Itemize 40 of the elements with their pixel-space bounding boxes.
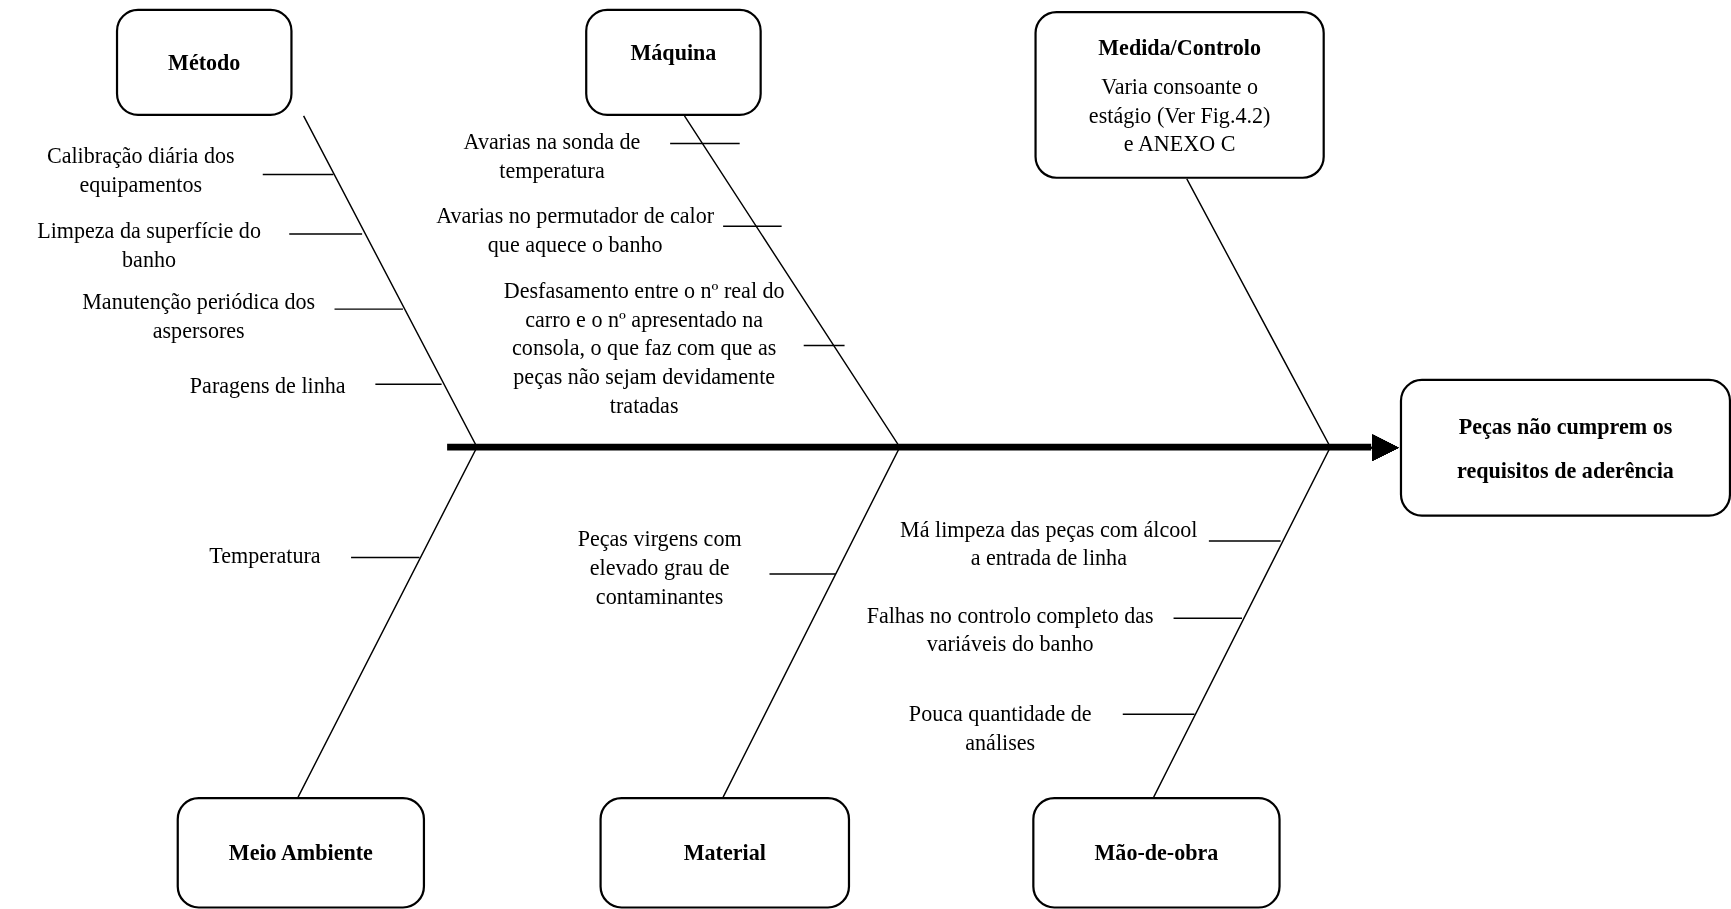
category-box <box>599 797 851 909</box>
leader-line <box>1208 540 1282 542</box>
cause-label: Manutenção periódica dos aspersores <box>66 287 332 345</box>
leader-line <box>374 383 443 385</box>
leader-line <box>1172 617 1243 619</box>
category-title: Medida/Controlo <box>1098 35 1261 61</box>
category-box <box>176 797 426 909</box>
leader-line <box>262 173 335 176</box>
cause-label: Limpeza da superfície do banho <box>11 216 288 274</box>
effect-box <box>1399 378 1731 517</box>
leader-line <box>288 233 363 235</box>
cause-label: Falhas no controlo completo das variáveis do banho <box>850 600 1171 658</box>
cause-label: Desfasamento entre o nº real do carro e o nº apresentado na consola, o que faz com que as peças não sejam devidamente tratadas <box>487 276 801 420</box>
leader-line <box>722 225 783 228</box>
leader-line <box>1122 713 1196 715</box>
cause-label: Pouca quantidade de análises <box>883 698 1118 757</box>
cause-label: Avarias no permutador de calor que aquece o banho <box>430 200 720 259</box>
effect-title: Peças não cumprem os requisitos de aderência <box>1456 412 1675 485</box>
category-box <box>585 8 762 116</box>
cause-label: Paragens de linha <box>165 370 370 400</box>
cause-label: Má limpeza das peças com álcool a entrada de linha <box>894 514 1204 572</box>
category-title: Material <box>683 840 766 866</box>
category-box <box>115 8 293 116</box>
category-title: Meio Ambiente <box>228 840 373 866</box>
leader-line <box>803 344 846 347</box>
category-title: Mão-de-obra <box>1094 840 1219 866</box>
category-title: Método <box>168 49 241 76</box>
category-box <box>1034 11 1325 179</box>
category-box <box>1032 797 1281 909</box>
category-note: Varia consoante o estágio (Ver Fig.4.2) e ANEXO C <box>1087 72 1272 158</box>
leader-line <box>350 556 421 559</box>
cause-label: Calibração diária dos equipamentos <box>22 141 260 199</box>
cause-label: Temperatura <box>187 540 343 570</box>
leader-line <box>768 573 837 575</box>
cause-label: Avarias na sonda de temperatura <box>436 126 668 185</box>
leader-line <box>333 308 404 310</box>
leader-line <box>669 142 741 145</box>
cause-label: Peças virgens com elevado grau de contaminantes <box>552 524 768 611</box>
category-title: Máquina <box>630 39 717 66</box>
cause-bone-arrow <box>1152 434 1399 798</box>
